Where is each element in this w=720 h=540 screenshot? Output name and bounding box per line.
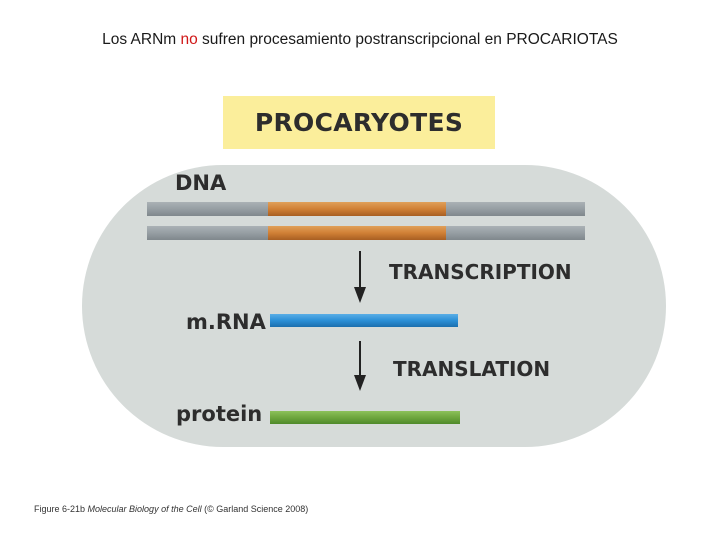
translation-label: TRANSLATION	[393, 357, 551, 381]
dna-label: DNA	[175, 171, 227, 195]
transcription-arrow-head	[354, 287, 366, 303]
dna-gene-region-top	[268, 202, 446, 216]
slide-title: Los ARNm no sufren procesamiento postran…	[0, 31, 720, 49]
translation-arrow-head	[354, 375, 366, 391]
figure-caption: Figure 6-21b Molecular Biology of the Ce…	[34, 504, 308, 514]
mrna-label: m.RNA	[186, 310, 266, 334]
slide-title-end: sufren procesamiento postranscripcional …	[197, 31, 618, 48]
translation-arrow-shaft	[359, 341, 361, 377]
slide-title-highlight: no	[180, 31, 198, 48]
protein-label: protein	[176, 402, 263, 426]
caption-suffix: (© Garland Science 2008)	[201, 504, 309, 514]
mrna-bar	[270, 314, 458, 327]
slide-title-start: Los ARNm	[102, 31, 181, 48]
dna-gene-region-bottom	[268, 226, 446, 240]
caption-prefix: Figure 6-21b	[34, 504, 88, 514]
transcription-label: TRANSCRIPTION	[389, 260, 572, 284]
caption-book-title: Molecular Biology of the Cell	[87, 504, 202, 514]
protein-bar	[270, 411, 460, 424]
procaryotes-heading-box: PROCARYOTES	[223, 96, 495, 149]
procaryotes-heading: PROCARYOTES	[254, 108, 464, 137]
transcription-arrow-shaft	[359, 251, 361, 289]
